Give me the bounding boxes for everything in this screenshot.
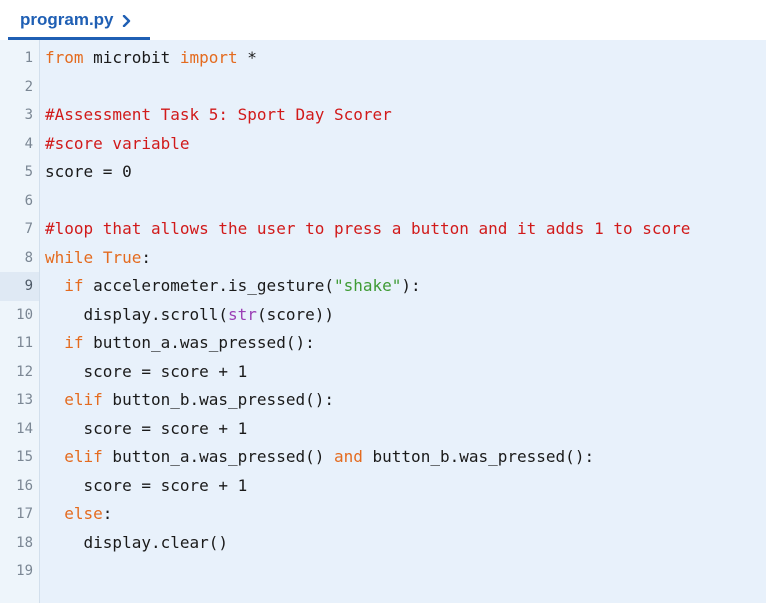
code-line[interactable]: from microbit import * xyxy=(45,44,766,73)
tab-label: program.py xyxy=(20,10,114,29)
code-token: : xyxy=(141,247,151,267)
code-line[interactable]: if button_a.was_pressed(): xyxy=(45,329,766,358)
active-tab-indicator xyxy=(8,37,150,40)
code-line[interactable]: score = score + 1 xyxy=(45,358,766,387)
code-line[interactable]: display.clear() xyxy=(45,529,766,558)
line-number: 7 xyxy=(24,221,33,237)
line-number: 8 xyxy=(24,249,33,266)
code-area[interactable]: from microbit import * #Assessment Task … xyxy=(40,40,766,603)
code-token: else xyxy=(64,504,103,523)
code-line[interactable] xyxy=(45,73,766,102)
line-number: 19 xyxy=(16,563,33,579)
code-line[interactable]: else: xyxy=(45,500,766,529)
line-number: 13 xyxy=(16,392,33,408)
code-token: button_b.was_pressed(): xyxy=(102,390,334,409)
code-token: * xyxy=(237,48,257,67)
code-token: #Assessment Task 5: Sport Day Scorer xyxy=(45,105,392,124)
code-line[interactable]: score = score + 1 xyxy=(45,415,766,444)
code-token: if xyxy=(64,276,84,295)
code-token: import xyxy=(179,48,238,67)
code-token: : xyxy=(102,504,113,523)
code-line[interactable] xyxy=(45,187,766,216)
code-token: elif xyxy=(64,447,103,466)
code-line[interactable]: display.scroll(str(score)) xyxy=(45,301,766,330)
code-token: elif xyxy=(64,390,103,409)
code-token: (score)) xyxy=(256,304,334,324)
code-token: "shake" xyxy=(333,276,402,295)
code-token: ): xyxy=(401,276,421,295)
code-token: if xyxy=(64,333,84,352)
code-line[interactable]: score = 0 xyxy=(45,158,766,187)
line-number: 12 xyxy=(16,363,33,380)
code-token: True xyxy=(102,247,142,267)
code-token: while xyxy=(45,247,94,267)
code-line[interactable]: #Assessment Task 5: Sport Day Scorer xyxy=(45,101,766,130)
tab-bar: program.py xyxy=(0,0,766,40)
line-number: 5 xyxy=(24,164,33,180)
code-token: #loop that allows the user to press a bu… xyxy=(45,219,691,238)
code-token: button_a.was_pressed() xyxy=(102,447,334,466)
code-token xyxy=(45,390,64,409)
line-number: 2 xyxy=(24,78,33,95)
code-token: score = score + 1 xyxy=(45,475,248,495)
line-number: 9 xyxy=(0,272,39,301)
line-number: 18 xyxy=(16,534,33,551)
code-line[interactable] xyxy=(45,557,766,586)
line-number: 11 xyxy=(16,335,33,351)
code-line[interactable]: #score variable xyxy=(45,130,766,159)
code-token: button_a.was_pressed(): xyxy=(83,333,315,352)
code-token: display.clear() xyxy=(45,532,229,552)
code-token: microbit xyxy=(83,48,180,67)
line-number: 1 xyxy=(24,50,33,66)
line-number: 17 xyxy=(16,506,33,522)
tab-program-py[interactable]: program.py xyxy=(8,0,144,40)
code-token xyxy=(45,276,64,295)
line-number: 6 xyxy=(24,192,33,209)
code-line[interactable]: while True: xyxy=(45,244,766,273)
line-number: 14 xyxy=(16,420,33,437)
code-token xyxy=(45,504,64,523)
chevron-right-icon[interactable] xyxy=(122,14,132,28)
code-token: and xyxy=(333,447,363,466)
line-number: 4 xyxy=(24,135,33,152)
code-token: display.scroll( xyxy=(45,304,229,324)
code-token: from xyxy=(45,48,84,67)
code-token: accelerometer.is_gesture( xyxy=(83,276,334,295)
code-token: score = score + 1 xyxy=(45,418,248,438)
line-number: 10 xyxy=(16,306,33,323)
code-line[interactable]: #loop that allows the user to press a bu… xyxy=(45,215,766,244)
code-token: score = score + 1 xyxy=(45,361,248,381)
code-token xyxy=(45,333,64,352)
code-line[interactable]: if accelerometer.is_gesture("shake"): xyxy=(45,272,766,301)
code-line[interactable]: score = score + 1 xyxy=(45,472,766,501)
code-token xyxy=(93,248,103,267)
line-number: 16 xyxy=(16,477,33,494)
code-token: #score variable xyxy=(45,133,190,153)
code-token xyxy=(45,447,64,466)
line-number: 15 xyxy=(16,449,33,465)
code-line[interactable]: elif button_a.was_pressed() and button_b… xyxy=(45,443,766,472)
code-token: score = 0 xyxy=(45,162,132,181)
code-token: str xyxy=(228,304,257,324)
code-token: button_b.was_pressed(): xyxy=(362,447,595,466)
line-number: 3 xyxy=(24,107,33,123)
code-line[interactable]: elif button_b.was_pressed(): xyxy=(45,386,766,415)
